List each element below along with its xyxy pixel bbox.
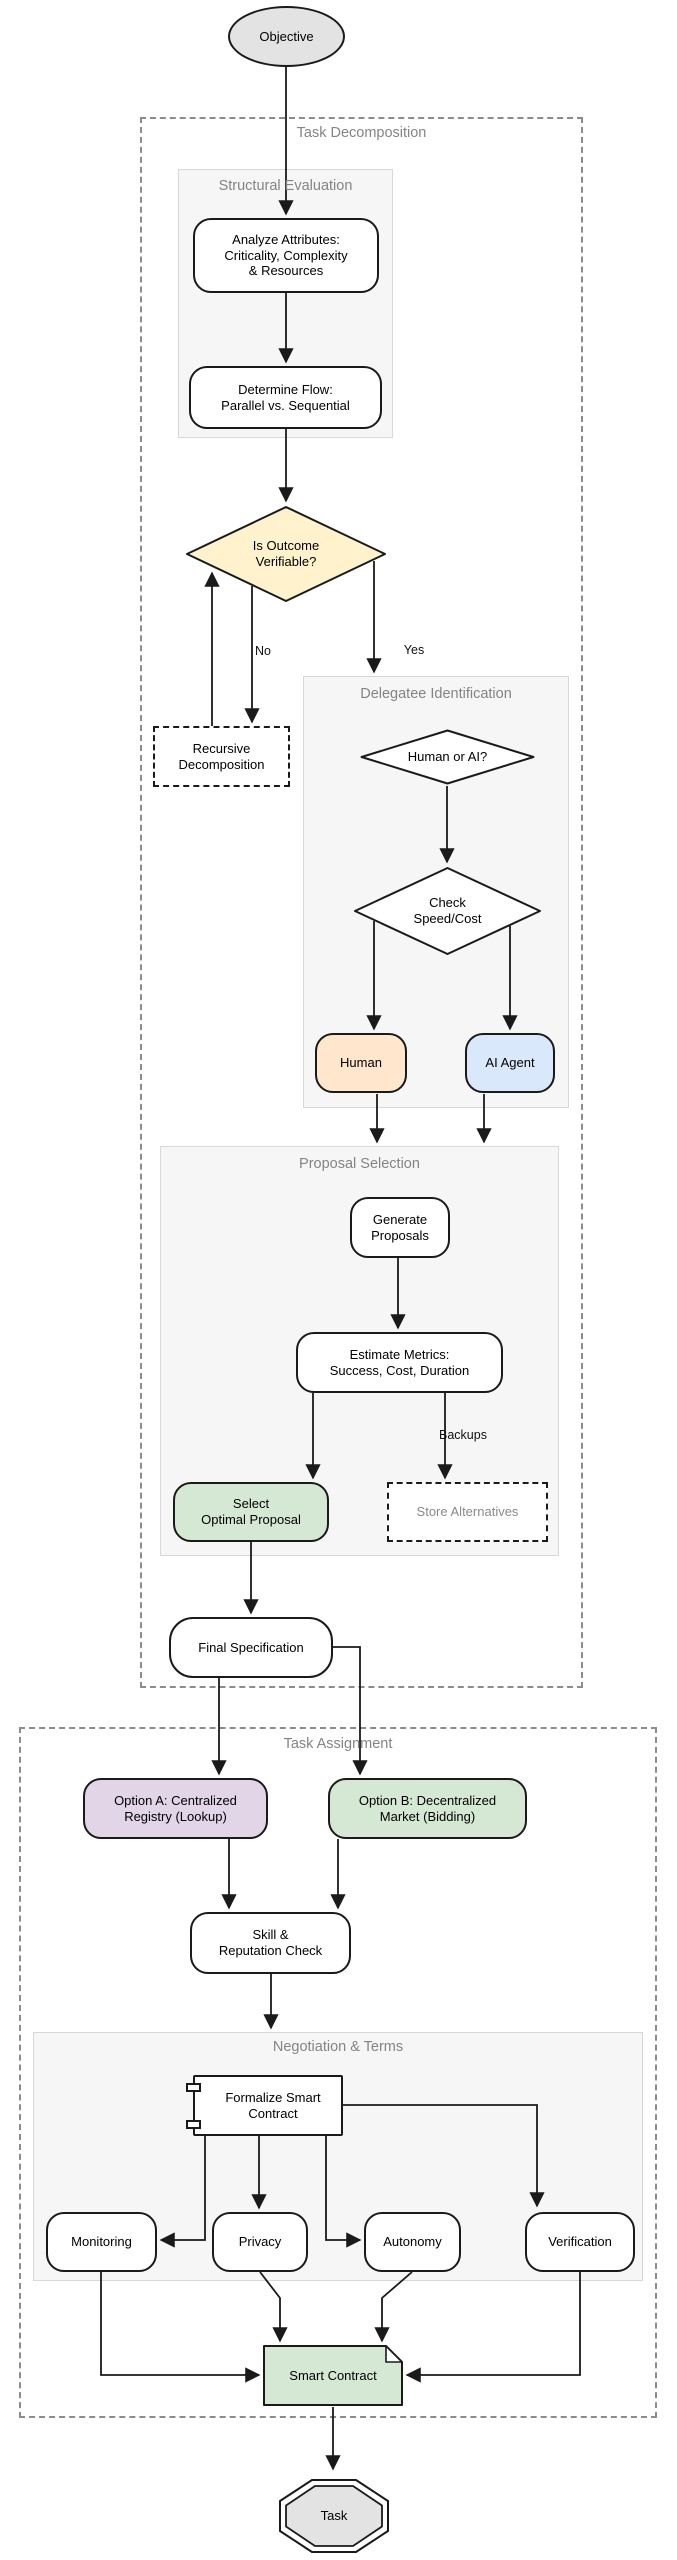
node-smart-contract: Smart Contract — [263, 2345, 403, 2406]
node-estimate-metrics: Estimate Metrics: Success, Cost, Duratio… — [296, 1332, 503, 1393]
node-human: Human — [315, 1033, 407, 1093]
group-title-task-assignment: Task Assignment — [283, 1736, 393, 1752]
edge-label-yes: Yes — [403, 643, 425, 657]
node-privacy: Privacy — [212, 2212, 308, 2272]
node-option-a-centralized: Option A: Centralized Registry (Lookup) — [83, 1778, 268, 1839]
edge-finalspec-optionb — [333, 1646, 368, 1776]
node-recursive-decomposition: Recursive Decomposition — [153, 726, 290, 787]
node-task: Task — [279, 2479, 389, 2553]
node-final-specification: Final Specification — [169, 1617, 333, 1678]
octagon-inner — [285, 2485, 383, 2547]
node-objective: Objective — [228, 6, 345, 67]
node-generate-proposals: Generate Proposals — [350, 1197, 450, 1258]
component-tab-bottom — [186, 2120, 201, 2129]
node-ai-agent: AI Agent — [465, 1033, 555, 1093]
edge-autonomy-contract — [374, 2271, 413, 2343]
node-option-b-decentralized: Option B: Decentralized Market (Bidding) — [328, 1778, 527, 1839]
edge-verification-contract — [405, 2272, 581, 2383]
node-select-optimal-proposal: Select Optimal Proposal — [173, 1482, 329, 1542]
edge-privacy-contract — [259, 2271, 288, 2343]
diamond-shape — [354, 867, 541, 955]
node-autonomy: Autonomy — [364, 2212, 461, 2272]
node-skill-reputation-check: Skill & Reputation Check — [190, 1912, 351, 1974]
group-task-decomposition — [140, 117, 583, 1688]
node-check-speed-cost: Check Speed/Cost — [353, 866, 542, 956]
group-title-negotiation-terms: Negotiation & Terms — [272, 2039, 404, 2055]
edge-formalize-autonomy — [325, 2136, 362, 2248]
group-title-task-decomposition: Task Decomposition — [296, 125, 427, 141]
component-tab-top — [186, 2083, 201, 2092]
note-shape — [263, 2345, 403, 2406]
edge-formalize-verification — [343, 2104, 545, 2208]
group-title-structural-evaluation: Structural Evaluation — [218, 178, 353, 194]
group-task-assignment — [19, 1727, 657, 2418]
node-human-or-ai: Human or AI? — [360, 729, 535, 785]
node-store-alternatives: Store Alternatives — [387, 1482, 548, 1542]
diamond-shape — [186, 506, 386, 602]
node-monitoring: Monitoring — [46, 2212, 157, 2272]
node-is-outcome-verifiable: Is Outcome Verifiable? — [185, 505, 387, 603]
group-title-proposal-selection: Proposal Selection — [299, 1156, 420, 1172]
group-title-delegatee-identification: Delegatee Identification — [360, 686, 512, 702]
note-fold — [385, 2345, 403, 2363]
diamond-shape — [360, 729, 535, 785]
node-formalize-smart-contract: Formalize Smart Contract — [193, 2075, 343, 2136]
node-analyze-attributes: Analyze Attributes: Criticality, Complex… — [193, 218, 379, 293]
edge-formalize-monitoring — [159, 2136, 206, 2248]
node-verification: Verification — [525, 2212, 635, 2272]
edge-label-no: No — [255, 644, 271, 658]
edge-monitoring-contract — [100, 2272, 261, 2383]
edge-label-backups: Backups — [439, 1428, 487, 1442]
node-determine-flow: Determine Flow: Parallel vs. Sequential — [189, 366, 382, 429]
